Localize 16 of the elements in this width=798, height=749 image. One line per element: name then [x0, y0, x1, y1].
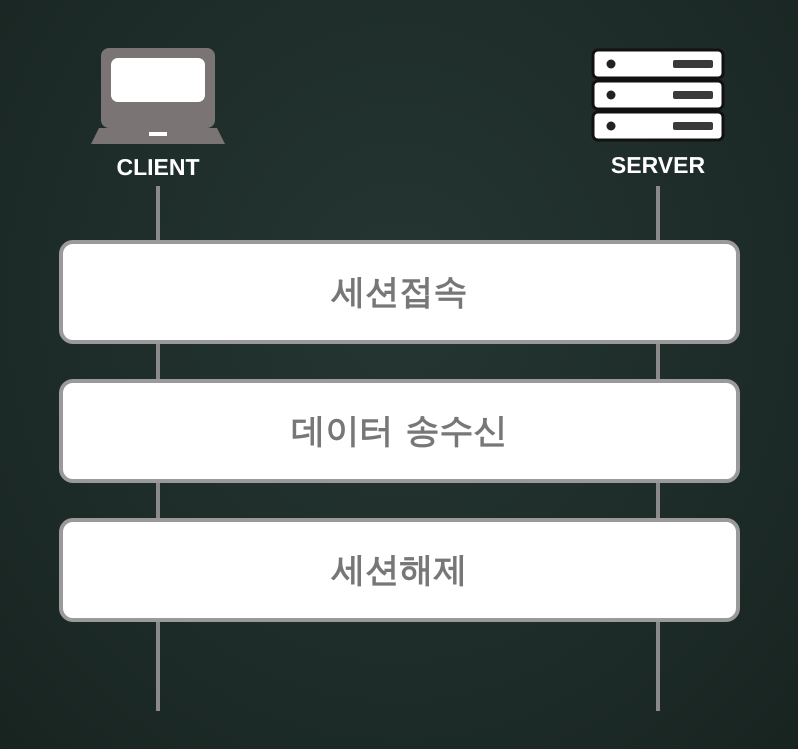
box-label: 데이터 송수신: [292, 410, 508, 453]
lifeline: [156, 483, 160, 518]
actor-label: CLIENT: [116, 154, 200, 181]
process-box: [59, 379, 740, 483]
process-box: [59, 240, 740, 344]
process-box: [59, 518, 740, 622]
actor-label: SERVER: [610, 152, 706, 179]
lifeline: [656, 483, 660, 518]
box-label: 세션접속: [332, 271, 468, 314]
lifeline: [656, 344, 660, 379]
lifeline: [156, 186, 160, 240]
lifeline: [656, 622, 660, 711]
box-label: 세션해제: [332, 549, 468, 592]
lifeline: [156, 344, 160, 379]
lifeline: [656, 186, 660, 240]
lifeline: [156, 622, 160, 711]
